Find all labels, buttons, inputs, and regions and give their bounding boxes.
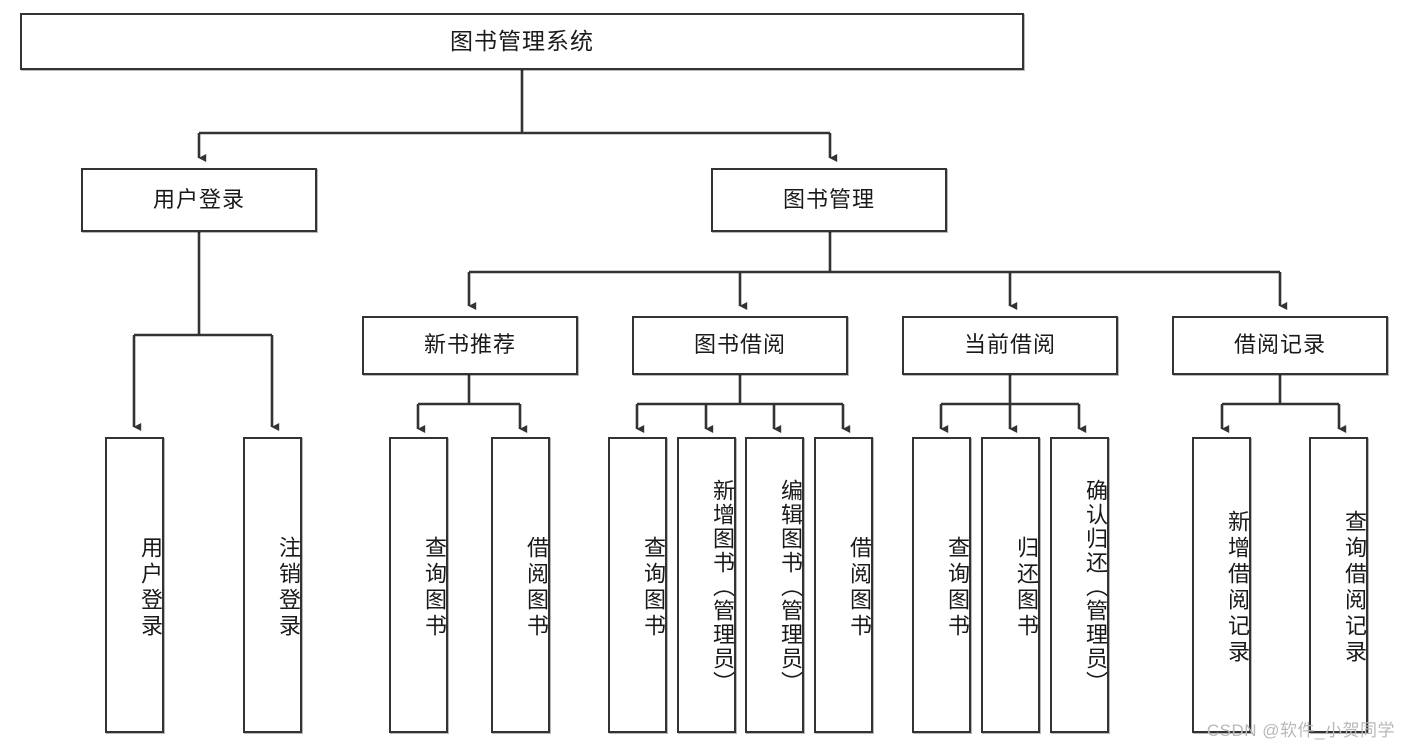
node-book-borrow[interactable]: 图书借阅	[632, 316, 848, 375]
leaf-add-book-admin[interactable]: 新增图书（管理员）	[677, 437, 736, 733]
node-book-management[interactable]: 图书管理	[711, 168, 947, 232]
leaf-edit-book-admin[interactable]: 编辑图书（管理员）	[745, 437, 804, 733]
csdn-watermark: CSDN @软件_小贺同学	[1206, 721, 1395, 740]
leaf-query-book-borrow[interactable]: 查询图书	[608, 437, 667, 733]
leaf-borrow-book-recommend[interactable]: 借阅图书	[491, 437, 550, 733]
leaf-query-book-current[interactable]: 查询图书	[912, 437, 971, 733]
node-new-book-recommend[interactable]: 新书推荐	[362, 316, 578, 375]
leaf-return-book[interactable]: 归还图书	[981, 437, 1040, 733]
leaf-confirm-return-admin[interactable]: 确认归还（管理员）	[1050, 437, 1109, 733]
leaf-add-borrow-record[interactable]: 新增借阅记录	[1192, 437, 1251, 733]
leaf-borrow-book[interactable]: 借阅图书	[814, 437, 873, 733]
leaf-user-logout[interactable]: 注销登录	[243, 437, 302, 733]
node-root-book-management-system[interactable]: 图书管理系统	[20, 13, 1024, 70]
node-user-login[interactable]: 用户登录	[81, 168, 317, 232]
leaf-query-book-recommend[interactable]: 查询图书	[389, 437, 448, 733]
node-current-borrow[interactable]: 当前借阅	[902, 316, 1118, 375]
leaf-query-borrow-record[interactable]: 查询借阅记录	[1309, 437, 1368, 733]
leaf-user-login[interactable]: 用户登录	[105, 437, 164, 733]
node-borrow-record[interactable]: 借阅记录	[1172, 316, 1388, 375]
